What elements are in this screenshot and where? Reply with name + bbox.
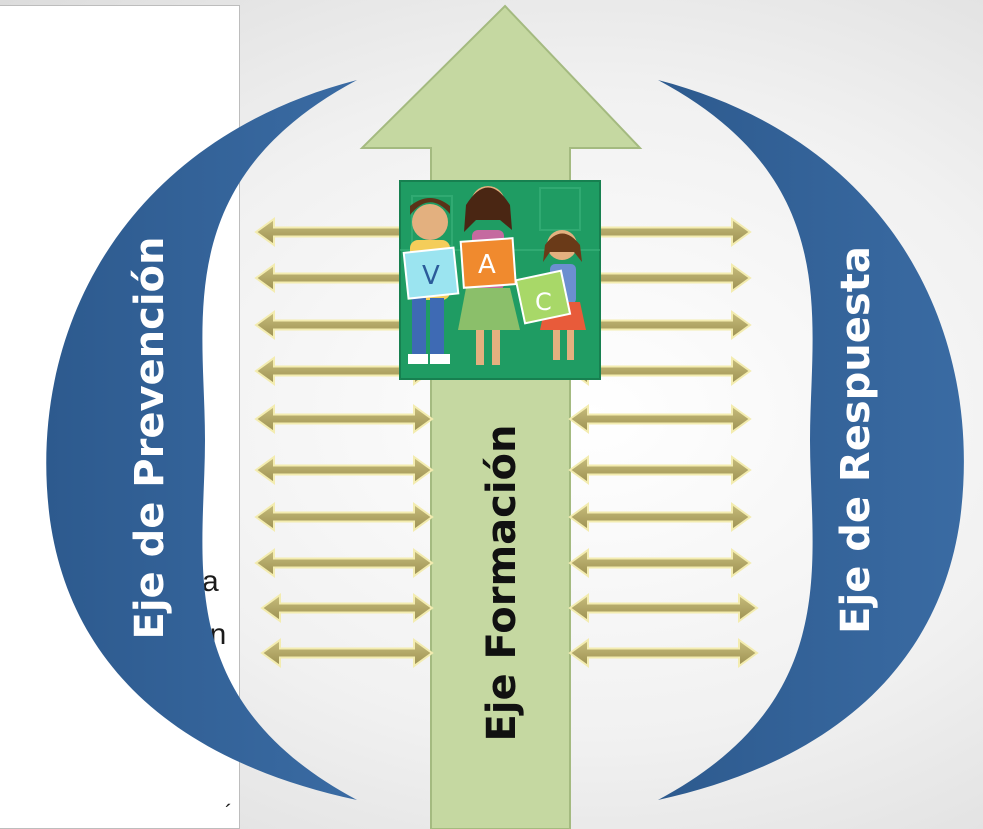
double-arrow — [568, 638, 759, 668]
double-arrow — [254, 502, 434, 532]
response-arc — [658, 80, 964, 800]
image-letter-a: A — [478, 250, 496, 280]
double-arrow — [568, 593, 759, 623]
left-double-arrows — [254, 217, 434, 668]
double-arrow — [254, 404, 434, 434]
double-arrow — [568, 502, 752, 532]
double-arrow — [568, 404, 752, 434]
double-arrow — [254, 455, 434, 485]
prevention-label: Eje de Prevención — [127, 236, 173, 639]
double-arrow — [568, 455, 752, 485]
double-arrow — [260, 593, 434, 623]
panel-text-fragment: a — [202, 565, 219, 598]
image-letter-c: C — [535, 288, 552, 316]
image-letter-v: V — [422, 261, 440, 291]
panel-text-fragment: ´ — [225, 800, 233, 825]
prevention-arc — [46, 80, 357, 800]
double-arrow — [254, 548, 434, 578]
children-illustration: V A C — [399, 180, 601, 380]
double-arrow — [568, 548, 752, 578]
double-arrow — [260, 638, 434, 668]
response-label: Eje de Respuesta — [833, 246, 879, 634]
formation-label: Eje Formación — [479, 424, 525, 741]
